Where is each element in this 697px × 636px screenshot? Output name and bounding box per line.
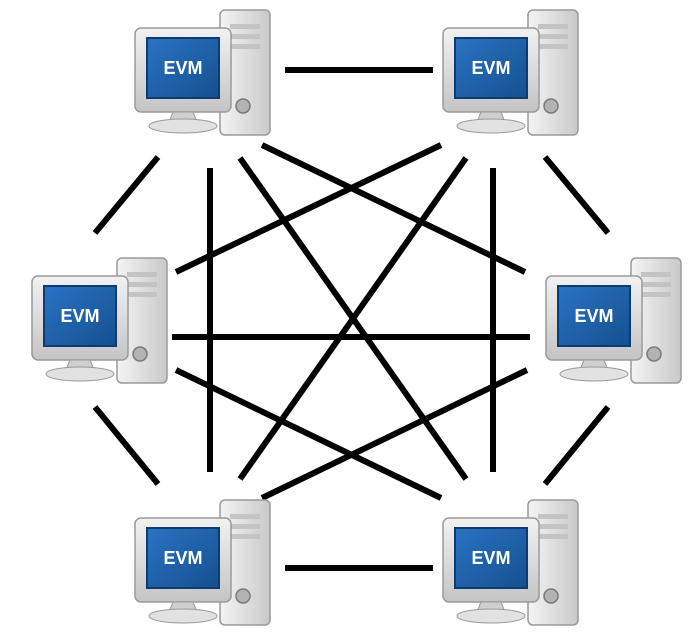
computer-node-middle-right: EVM: [546, 258, 681, 383]
node-label: EVM: [471, 548, 510, 568]
link-top-right-middle-right: [545, 157, 608, 233]
link-middle-right-bottom-right: [545, 407, 608, 484]
computer-node-top-right: EVM: [443, 10, 578, 135]
computer-node-bottom-left: EVM: [135, 500, 270, 625]
computer-node-top-left: EVM: [135, 10, 270, 135]
connection-lines: [95, 70, 608, 568]
link-top-left-middle-right: [262, 145, 525, 272]
node-label: EVM: [60, 306, 99, 326]
node-label: EVM: [163, 58, 202, 78]
node-label: EVM: [471, 58, 510, 78]
node-label: EVM: [163, 548, 202, 568]
computer-node-middle-left: EVM: [32, 258, 167, 383]
link-top-left-middle-left: [95, 157, 158, 233]
node-label: EVM: [574, 306, 613, 326]
computer-node-bottom-right: EVM: [443, 500, 578, 625]
link-middle-left-bottom-left: [95, 407, 158, 484]
